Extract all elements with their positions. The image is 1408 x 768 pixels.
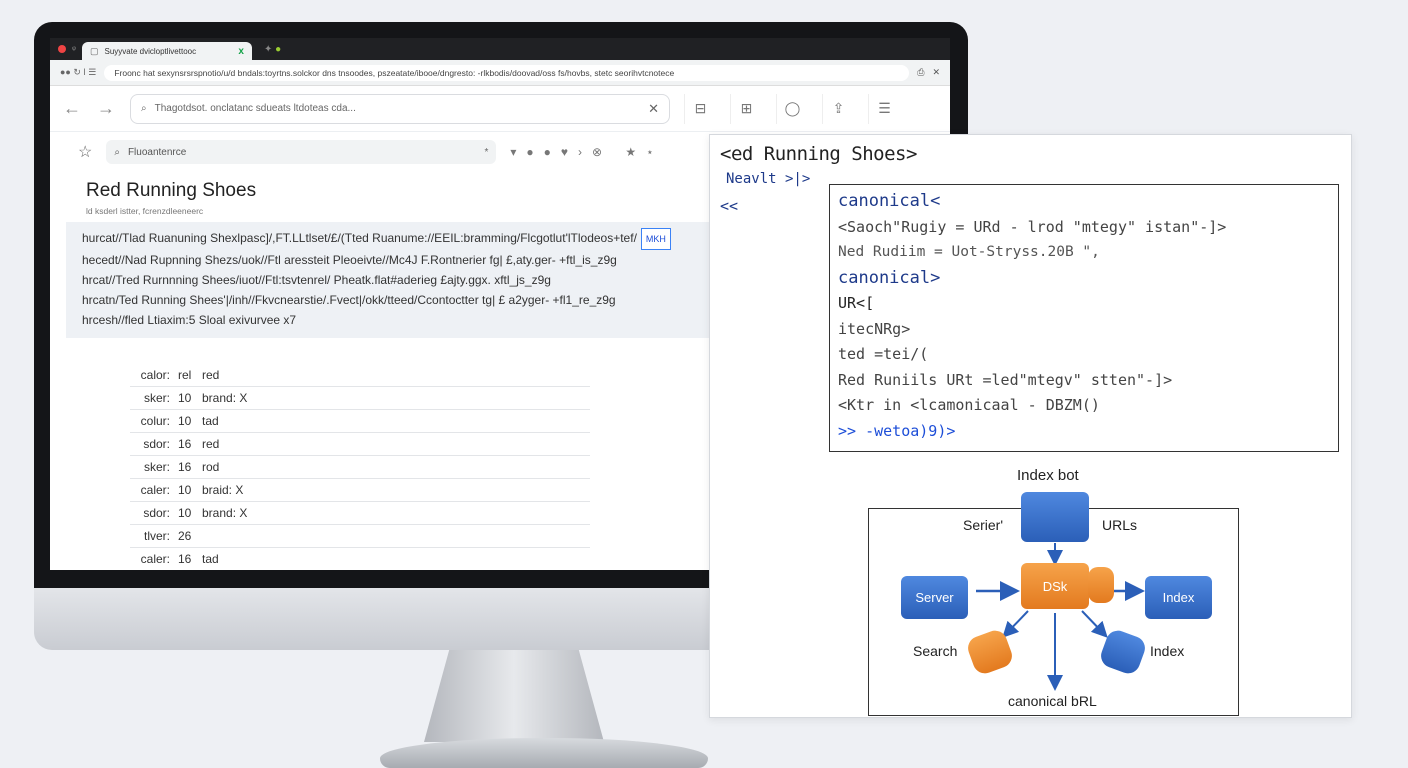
canonical-code-box: canonical< <Saoch"Rugiy = URd - lrod "mt… xyxy=(829,184,1339,452)
search-bar[interactable]: ⌕ Thagotdsot. onclatanc sdueats ltdoteas… xyxy=(130,93,670,124)
extension-icon[interactable]: ✦ ● xyxy=(263,43,282,55)
tab-title: Suyyvate dvicloptlivettooc xyxy=(104,46,197,56)
star-icon[interactable]: ☆ xyxy=(78,144,93,161)
asterisk-icon[interactable]: * xyxy=(484,146,489,158)
diagram-label-server-left: Serier' xyxy=(963,517,1004,533)
gift-icon[interactable]: ⊞ xyxy=(730,93,762,124)
url-line: hrcesh//fled Ltiaxim:5 Sloal exivurvee x… xyxy=(82,313,297,327)
find-search-icon: ⌕ xyxy=(114,146,120,158)
close-icon[interactable]: ✕ xyxy=(932,67,940,77)
db-node[interactable]: DSk xyxy=(1021,563,1089,609)
find-bar-row: ☆ ⌕ Fluoantenrce * ▾●●♥›⊗ ★⋆ xyxy=(50,132,950,172)
diagram-top-label: Index bot xyxy=(1017,467,1079,484)
mkh-badge[interactable]: MKH xyxy=(640,228,671,250)
server-node[interactable]: Server xyxy=(901,576,968,619)
diagram-label-bottom: canonical bRL xyxy=(1008,693,1097,709)
shield-icon[interactable]: ◯ xyxy=(776,93,808,124)
address-bar-row: ●● ↻ ǀ ☰ Froonc hat sexynsrsrspnotio/u/d… xyxy=(50,60,950,86)
find-bar[interactable]: ⌕ Fluoantenrce * xyxy=(106,140,497,164)
code-line: canonical> xyxy=(838,267,941,288)
code-line: <Ktr in <lcamonicaal - DBZM() xyxy=(838,396,1100,414)
navigation-row: ← → ⌕ Thagotdsot. onclatanc sdueats ltdo… xyxy=(50,86,950,132)
bookmark-page-icon[interactable]: ⎙ xyxy=(917,67,925,77)
window-controls-icon[interactable]: ●● ↻ ǀ ☰ xyxy=(60,67,97,77)
code-line: Ned Rudiim = Uot-Stryss.20B ", xyxy=(838,244,1100,260)
code-line: canonical< xyxy=(838,191,941,211)
code-line: >> -wetoa)9)> xyxy=(838,421,956,440)
diagram-label-urls: URLs xyxy=(1102,517,1138,533)
forward-icon[interactable]: → xyxy=(97,98,115,118)
tab-close-icon[interactable]: x xyxy=(238,45,244,57)
clear-search-icon[interactable]: ✕ xyxy=(648,100,659,116)
pin-icon: ᵠ xyxy=(72,44,76,54)
url-line: hrcat//Tred Rurnnning Shees/iuot//Ftl:ts… xyxy=(82,273,551,287)
crawler-bug-icon xyxy=(1088,567,1114,603)
code-line: <Saoch"Rugiy = URd - lrod "mtegy" istan"… xyxy=(838,217,1227,236)
page-subtitle: ld ksderl istter, fcrenzdleeneerc xyxy=(86,206,204,216)
code-overlay-panel: <ed Running Shoes> Neavlt >|> << canonic… xyxy=(709,134,1352,718)
share-icon[interactable]: ⇪ xyxy=(822,93,854,124)
search-input[interactable]: Thagotdsot. onclatanc sdueats ltdoteas c… xyxy=(154,103,356,114)
url-line: hecedt//Nad Rupnning Shezs/uok//Ftl ares… xyxy=(82,253,617,267)
search-icon: ⌕ xyxy=(141,103,147,114)
browser-tab[interactable]: ▢ Suyyvate dvicloptlivettooc x xyxy=(81,42,252,60)
url-line: hurcat//Tlad Ruanuning Shexlpasc]/,FT.LL… xyxy=(82,228,918,250)
monitor-stand-foot xyxy=(380,738,708,768)
find-input[interactable]: Fluoantenrce xyxy=(127,146,187,158)
toolbar-icons[interactable]: ▾●●♥›⊗ ★⋆ xyxy=(510,145,664,159)
back-icon[interactable]: ← xyxy=(63,98,81,118)
index-node[interactable]: Index xyxy=(1145,576,1212,619)
diagram-label-search: Search xyxy=(913,643,958,659)
diagram-label-index: Index xyxy=(1150,643,1185,659)
top-blue-node[interactable] xyxy=(1021,492,1089,542)
menu-icon[interactable]: ☰ xyxy=(868,93,900,124)
code-line: itecNRg> xyxy=(838,319,911,338)
code-line: UR<[ xyxy=(838,294,875,312)
tab-bar: ᵠ ▢ Suyyvate dvicloptlivettooc x ✦ ● xyxy=(50,38,950,60)
url-line: hrcatn/Ted Running Shees'|/inh//Fkvcnear… xyxy=(82,293,616,307)
close-window-icon[interactable] xyxy=(58,45,66,53)
table-row: tlver:26 xyxy=(130,525,590,548)
page-title: Red Running Shoes xyxy=(86,180,257,201)
panel-meta-line: << xyxy=(720,197,739,215)
address-bar[interactable]: Froonc hat sexynsrsrspnotio/u/d bndals:t… xyxy=(104,64,910,81)
panel-title: <ed Running Shoes> xyxy=(720,143,917,165)
tab-favicon-icon: ▢ xyxy=(89,45,99,56)
panel-meta-line: Neavlt >|> xyxy=(726,171,811,187)
code-line: ted =tei/( xyxy=(838,345,929,363)
monitor-stand-neck xyxy=(424,650,604,742)
code-line: Red Runiils URt =led"mtegv" stten"-]> xyxy=(838,370,1173,389)
reader-view-icon[interactable]: ⊟ xyxy=(684,93,716,124)
